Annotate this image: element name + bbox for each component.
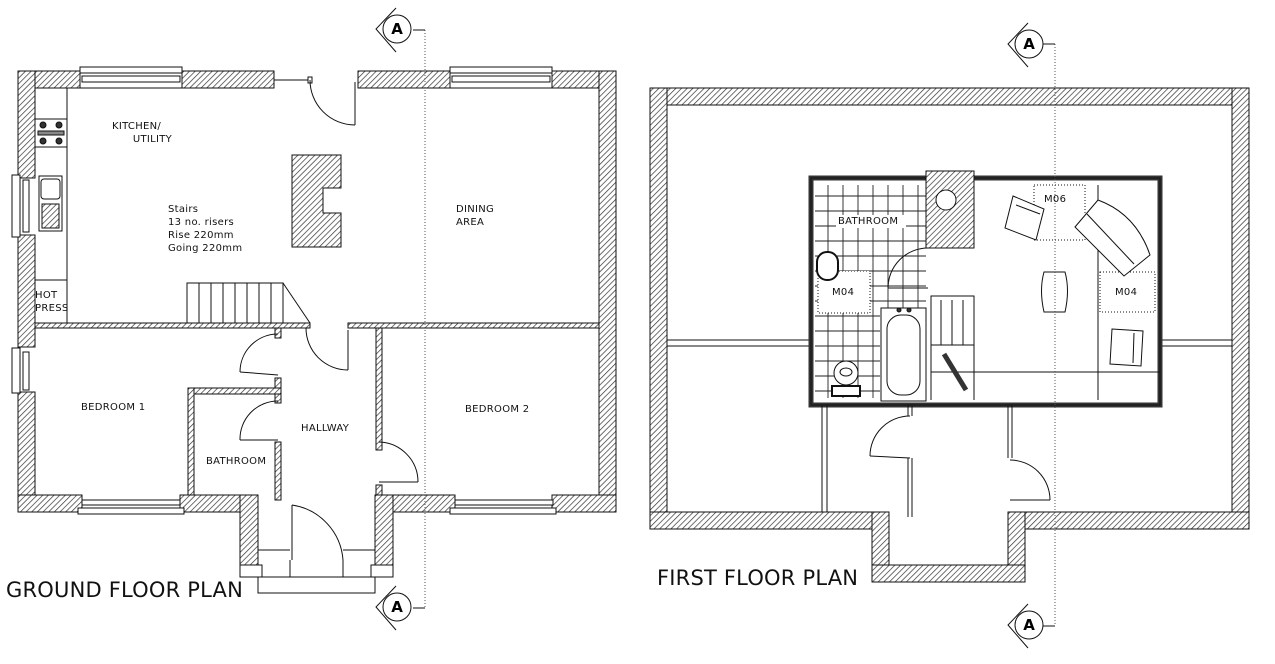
label-ff-bathroom: BATHROOM [838,216,899,227]
label-m04-right: M04 [1115,287,1138,298]
label-bedroom-1: BEDROOM 1 [81,402,146,413]
staircase [186,282,311,324]
section-marker-a-ff-top: A [1023,35,1035,53]
label-gf-bathroom: BATHROOM [206,456,267,467]
label-m04-left: M04 [832,287,855,298]
gf-wall-right [598,70,617,513]
gf-internal-wall [34,322,311,329]
gf-wall-bottom-left [17,494,83,513]
first-floor-plan [649,22,1250,649]
section-marker-a-ff-bottom: A [1023,616,1035,634]
section-marker-a-gf-bottom: A [391,598,403,616]
section-marker-a-gf-top: A [391,20,403,38]
label-kitchen-utility: KITCHEN/ UTILITY [112,121,173,145]
label-hallway: HALLWAY [301,423,350,434]
label-bedroom-2: BEDROOM 2 [465,404,530,415]
ground-floor-title: GROUND FLOOR PLAN [6,578,243,602]
chimney-breast [291,154,342,248]
first-floor-title: FIRST FLOOR PLAN [657,566,859,590]
ground-floor-plan [11,7,617,631]
label-stairs-note: Stairs 13 no. risers Rise 220mm Going 22… [168,204,243,254]
gf-wall-top-mid [181,70,275,89]
gf-wall-left [17,70,36,179]
gf-wall-top-right [357,70,451,89]
label-hot-press: HOT PRESS [35,290,69,314]
label-dining-area: DINING AREA [456,204,495,228]
label-m06: M06 [1044,194,1067,205]
